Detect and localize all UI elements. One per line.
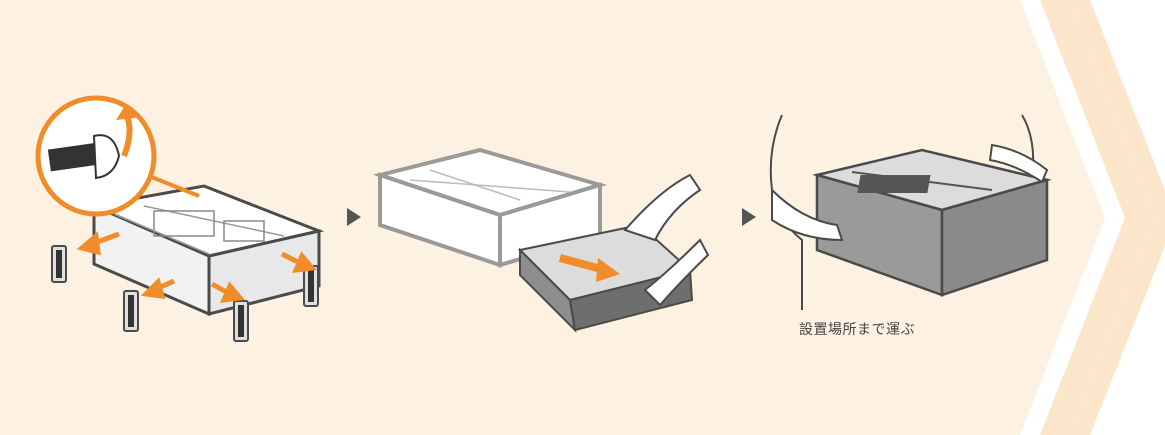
step-pull-out-drawer bbox=[370, 130, 710, 340]
step-caption: 設置場所まで運ぶ bbox=[799, 319, 915, 339]
pull-out-drawer-illustration bbox=[370, 130, 710, 340]
triangle-right-icon bbox=[347, 208, 361, 226]
step-carry-unit bbox=[762, 110, 1062, 310]
triangle-right-icon bbox=[742, 208, 756, 226]
remove-tape-illustration bbox=[34, 86, 354, 356]
carry-unit-illustration bbox=[762, 110, 1062, 310]
step-remove-tape bbox=[34, 86, 354, 356]
